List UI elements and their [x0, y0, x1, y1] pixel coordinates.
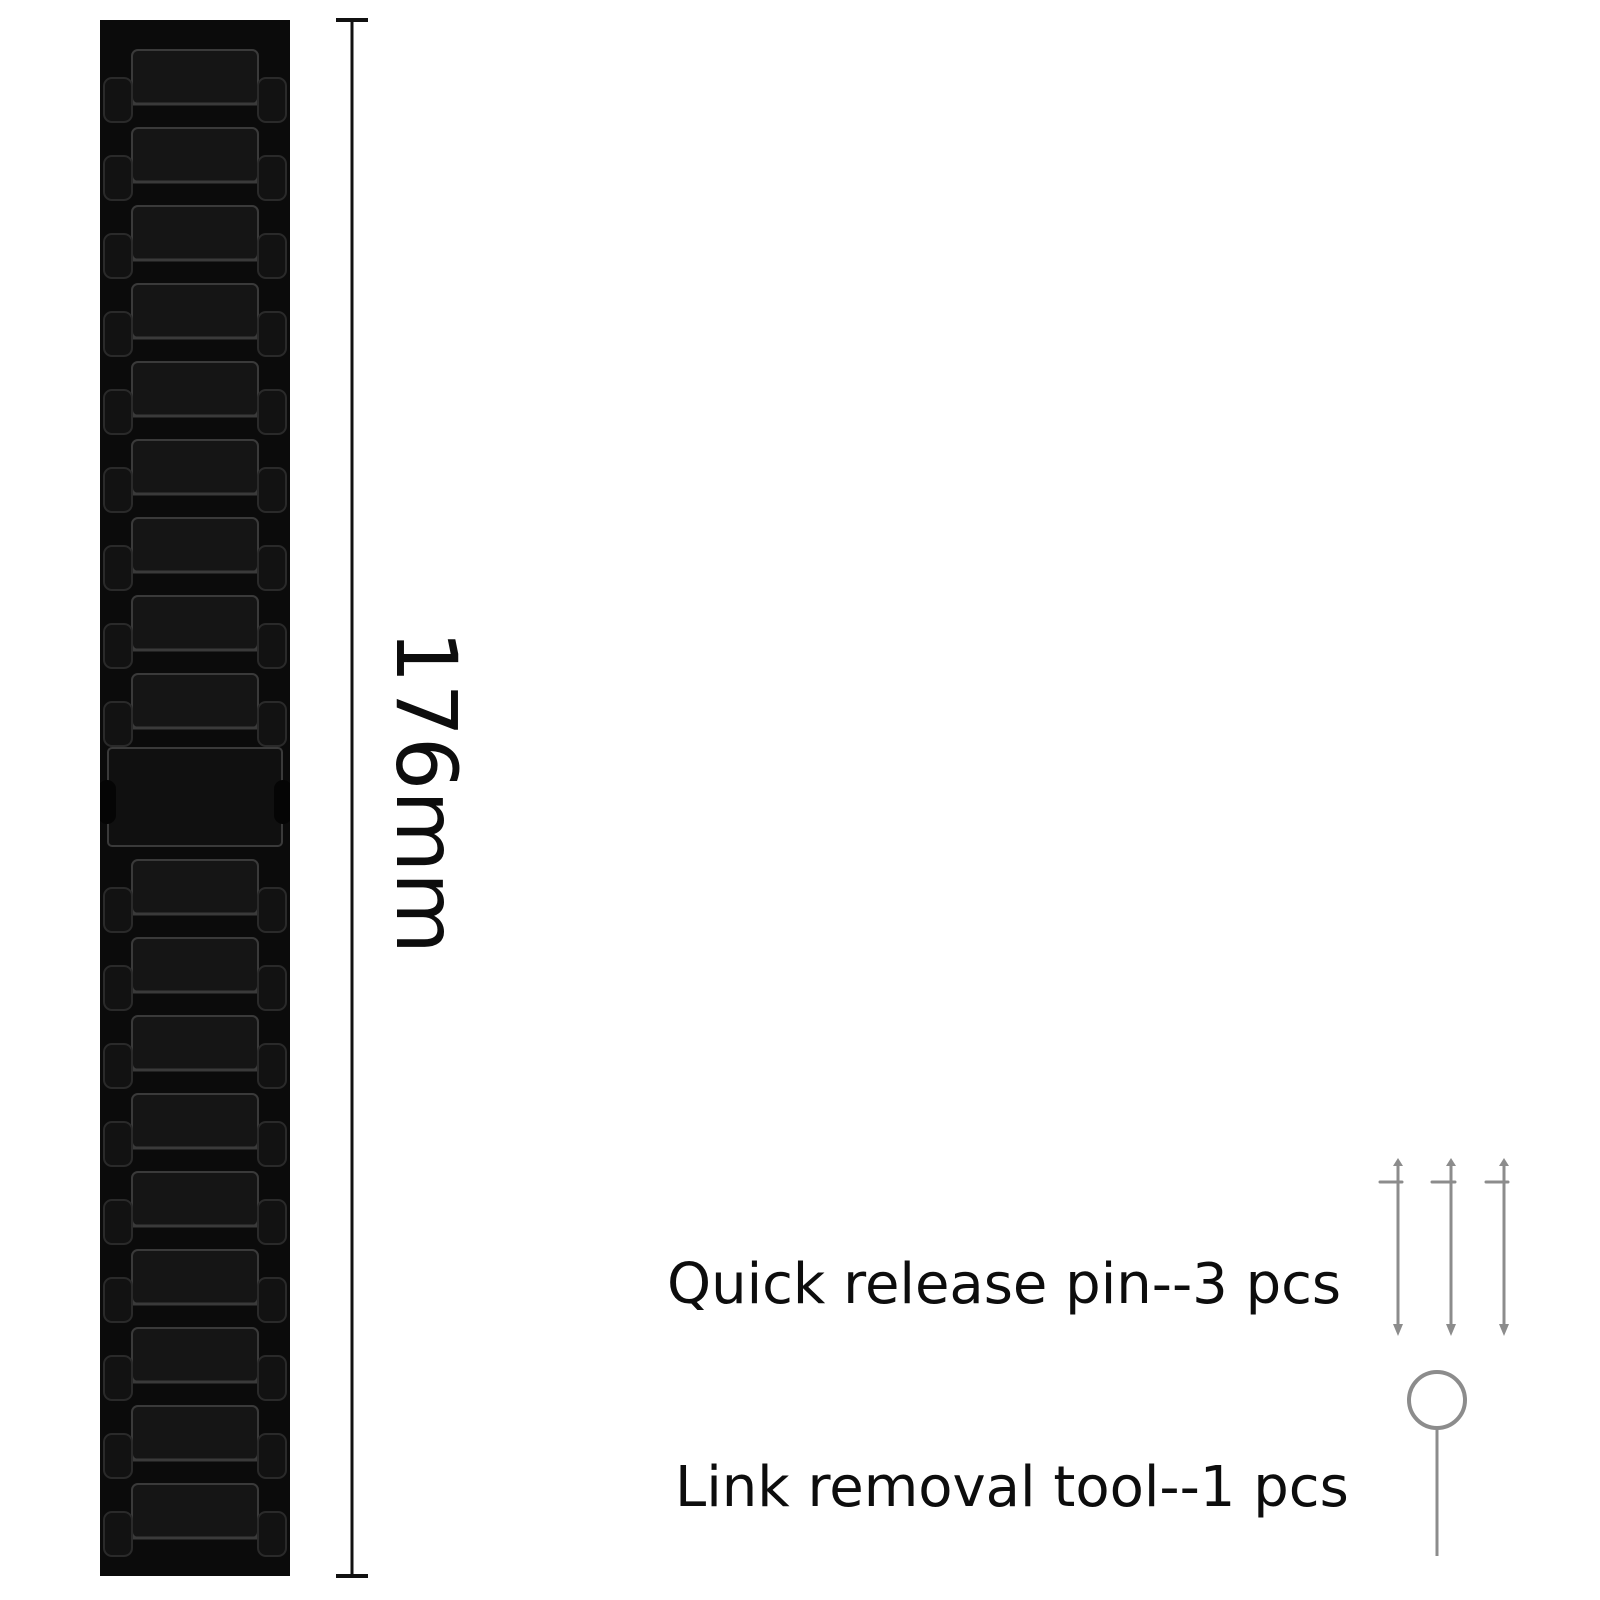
link-removal-tool-label: Link removal tool--1 pcs	[675, 1455, 1349, 1520]
black-steel-band-icon	[100, 20, 290, 1576]
watch-band-image	[100, 20, 290, 1576]
link-removal-tool-icon	[1394, 1368, 1484, 1560]
length-ruler	[330, 16, 374, 1580]
quick-release-pin-icon	[1376, 1158, 1536, 1338]
quick-release-pin-label: Quick release pin--3 pcs	[667, 1252, 1342, 1317]
band-length-label: 176mm	[377, 630, 475, 954]
